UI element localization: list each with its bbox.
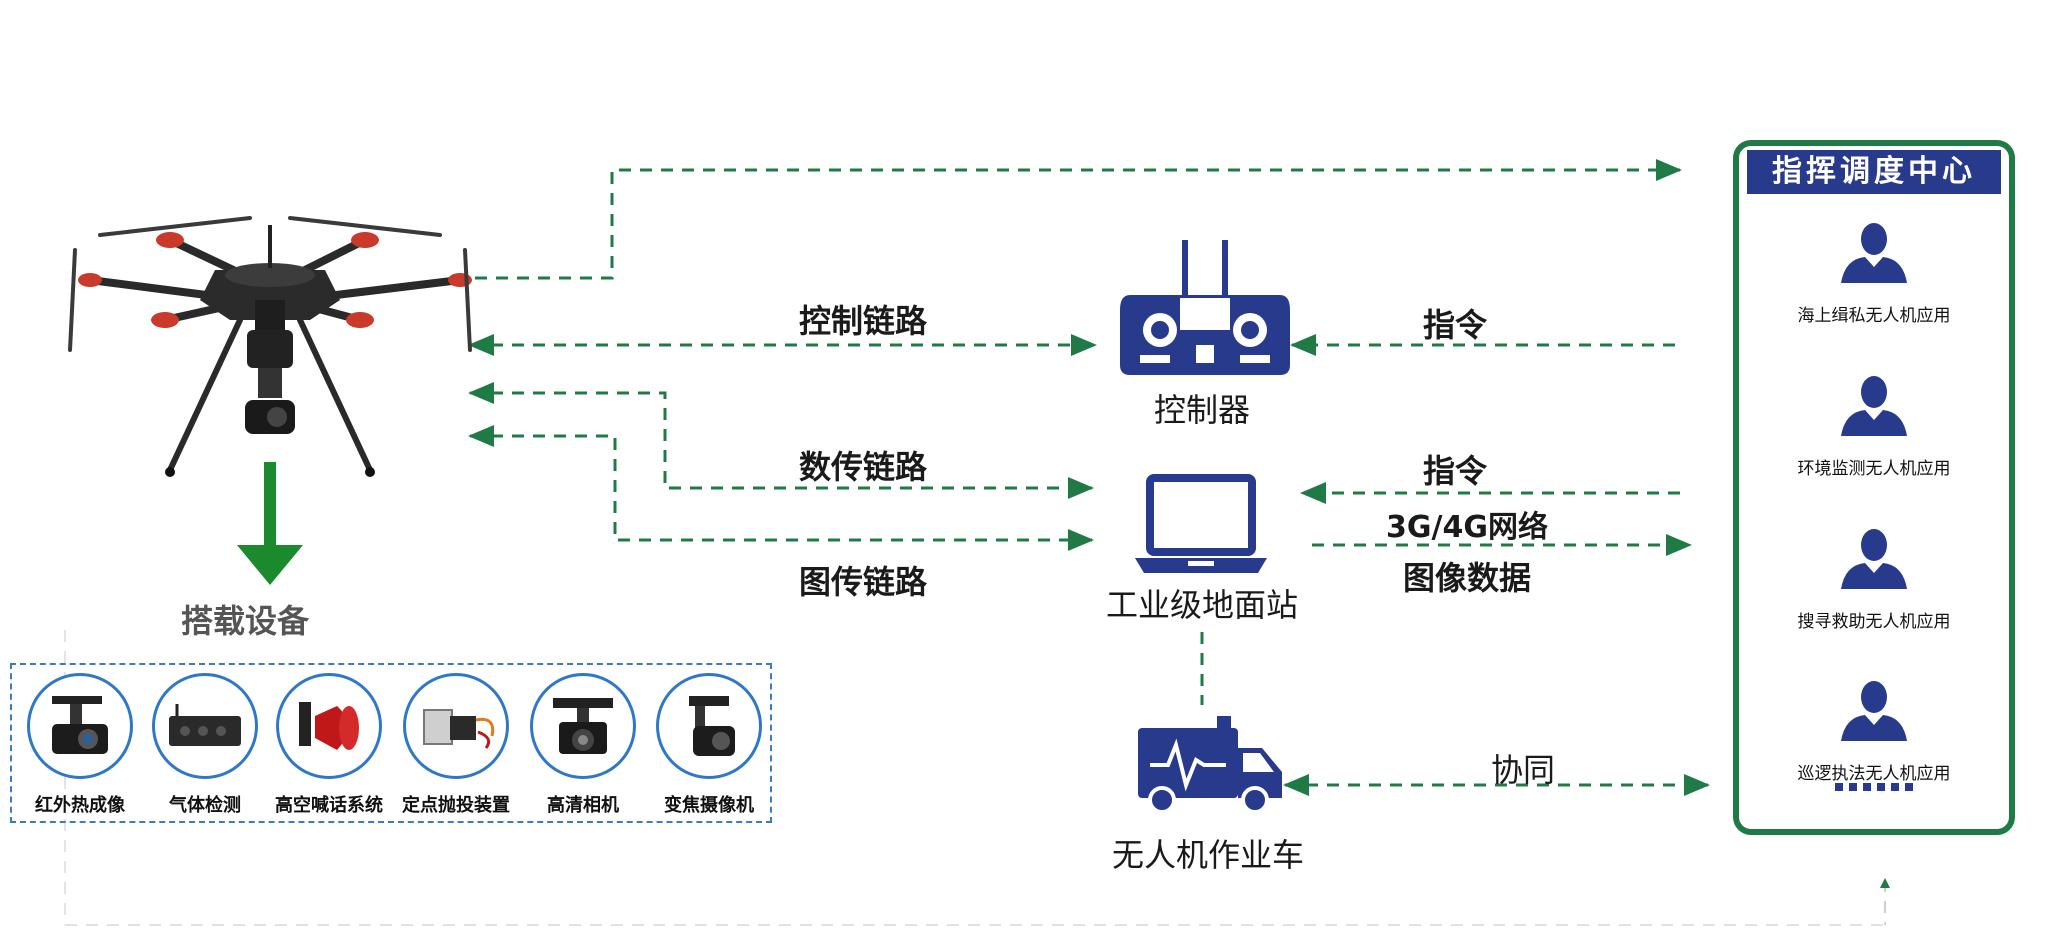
laptop-icon: [1135, 474, 1267, 573]
loudspeaker-icon: [276, 673, 382, 779]
vehicle-label: 无人机作业车: [1111, 836, 1305, 874]
thermal-camera-icon: [27, 673, 133, 779]
center-item-label: 海上缉私无人机应用: [1797, 306, 1951, 326]
zoom-camera-icon: [656, 673, 762, 779]
gas-detector-icon: [152, 673, 258, 779]
center-item: 环境监测无人机应用: [1739, 374, 2009, 479]
ground-station-label: 工业级地面站: [1105, 586, 1299, 624]
payload-item-hd: 高清相机: [523, 673, 643, 817]
vehicle-icon: [1138, 716, 1282, 814]
image-link-line: [468, 425, 1094, 551]
payload-label: 红外热成像: [35, 795, 125, 816]
payload-item-speaker: 高空喊话系统: [269, 673, 389, 817]
payload-panel: 红外热成像 气体检测 高空喊话系: [10, 663, 772, 823]
center-item-label: 巡逻执法无人机应用: [1797, 764, 1951, 784]
controller-label: 控制器: [1153, 391, 1251, 429]
control-link-label: 控制链路: [798, 302, 928, 340]
command-center-title: 指挥调度中心: [1747, 150, 2001, 194]
center-item: 海上缉私无人机应用: [1739, 221, 2009, 326]
hd-camera-icon: [530, 673, 636, 779]
payload-item-gas: 气体检测: [145, 673, 265, 817]
command-label-1: 指令: [1422, 306, 1488, 344]
up-arrow-icon: [1880, 878, 1890, 888]
command-label-2: 指令: [1422, 452, 1488, 490]
down-arrow-icon: [237, 462, 303, 585]
payload-item-thermal: 红外热成像: [20, 673, 140, 817]
center-item: 搜寻救助无人机应用: [1739, 527, 2009, 632]
payload-title: 搭载设备: [180, 602, 310, 640]
payload-label: 气体检测: [169, 795, 241, 816]
person-icon: [1841, 376, 1907, 436]
cooperation-label: 协同: [1490, 751, 1556, 789]
network-label: 3G/4G网络: [1386, 510, 1548, 545]
center-item: 巡逻执法无人机应用: [1739, 679, 2009, 784]
data-link-line: [468, 382, 1094, 499]
remote-controller-icon: [1120, 240, 1290, 375]
person-icon: [1841, 223, 1907, 283]
payload-label: 变焦摄像机: [664, 795, 754, 816]
command-center-panel: 指挥调度中心 海上缉私无人机应用 环境监测无人机应用 搜寻救助无人机应用: [1733, 140, 2015, 835]
person-icon: [1841, 681, 1907, 741]
more-dots: [1739, 776, 2009, 795]
payload-item-drop: 定点抛投装置: [396, 673, 516, 817]
payload-label: 高清相机: [547, 795, 619, 816]
drone-icon: [68, 216, 472, 477]
person-icon: [1841, 529, 1907, 589]
payload-label: 定点抛投装置: [402, 795, 510, 816]
center-item-label: 环境监测无人机应用: [1797, 459, 1951, 479]
drone-to-center-line: [475, 159, 1682, 280]
drop-device-icon: [403, 673, 509, 779]
image-link-label: 图传链路: [798, 563, 928, 601]
payload-label: 高空喊话系统: [275, 795, 383, 816]
image-data-label: 图像数据: [1402, 559, 1532, 597]
data-link-label: 数传链路: [798, 448, 928, 486]
center-item-label: 搜寻救助无人机应用: [1797, 612, 1951, 632]
payload-item-zoom: 变焦摄像机: [649, 673, 769, 817]
